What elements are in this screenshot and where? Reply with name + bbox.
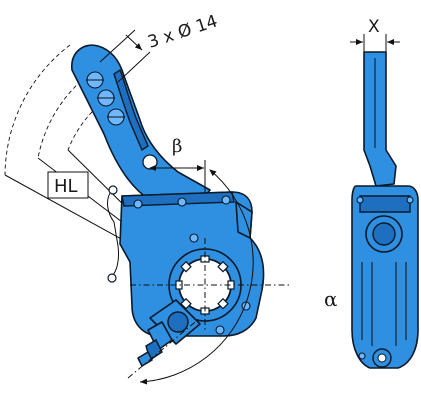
holes-dim-line-b <box>117 51 151 83</box>
side-housing-panel <box>359 195 411 213</box>
housing-bolt-2 <box>177 197 187 207</box>
side-bolt-2 <box>406 196 414 204</box>
side-bolt-1 <box>356 196 364 204</box>
adjuster-tip <box>137 351 153 367</box>
adjuster-cap <box>167 311 189 333</box>
spring-clip <box>107 189 119 277</box>
side-bolt-3 <box>358 352 366 360</box>
side-roller-hole <box>377 353 387 363</box>
holes-dim-line-c <box>125 34 143 51</box>
hl-label-box <box>47 171 89 199</box>
beta-label: β <box>172 136 182 157</box>
alpha-label: α <box>324 287 338 311</box>
hl-label: HL <box>54 176 78 197</box>
alpha-arc <box>139 169 254 385</box>
spring-eye-bottom <box>107 273 117 283</box>
side-view: X <box>350 17 419 369</box>
lever-arm-edge <box>113 68 149 152</box>
spring-eye <box>108 185 118 195</box>
housing-bolt-3 <box>221 195 231 205</box>
holes-dim-line-a <box>99 29 136 63</box>
hl-arc-mid <box>37 71 93 159</box>
side-badge-inner <box>372 222 396 246</box>
holes-dimension-label: 3 x Ø 14 <box>145 11 220 52</box>
side-arm <box>363 51 397 187</box>
housing-bolt-1 <box>133 199 143 209</box>
arm-pivot-hole <box>142 154 158 170</box>
housing-bolt-6 <box>215 325 225 335</box>
housing-bolt-4 <box>189 233 199 243</box>
front-view: 3 x Ø 14 β <box>4 11 338 385</box>
x-label: X <box>368 17 380 37</box>
hl-arc-outer <box>4 44 71 176</box>
